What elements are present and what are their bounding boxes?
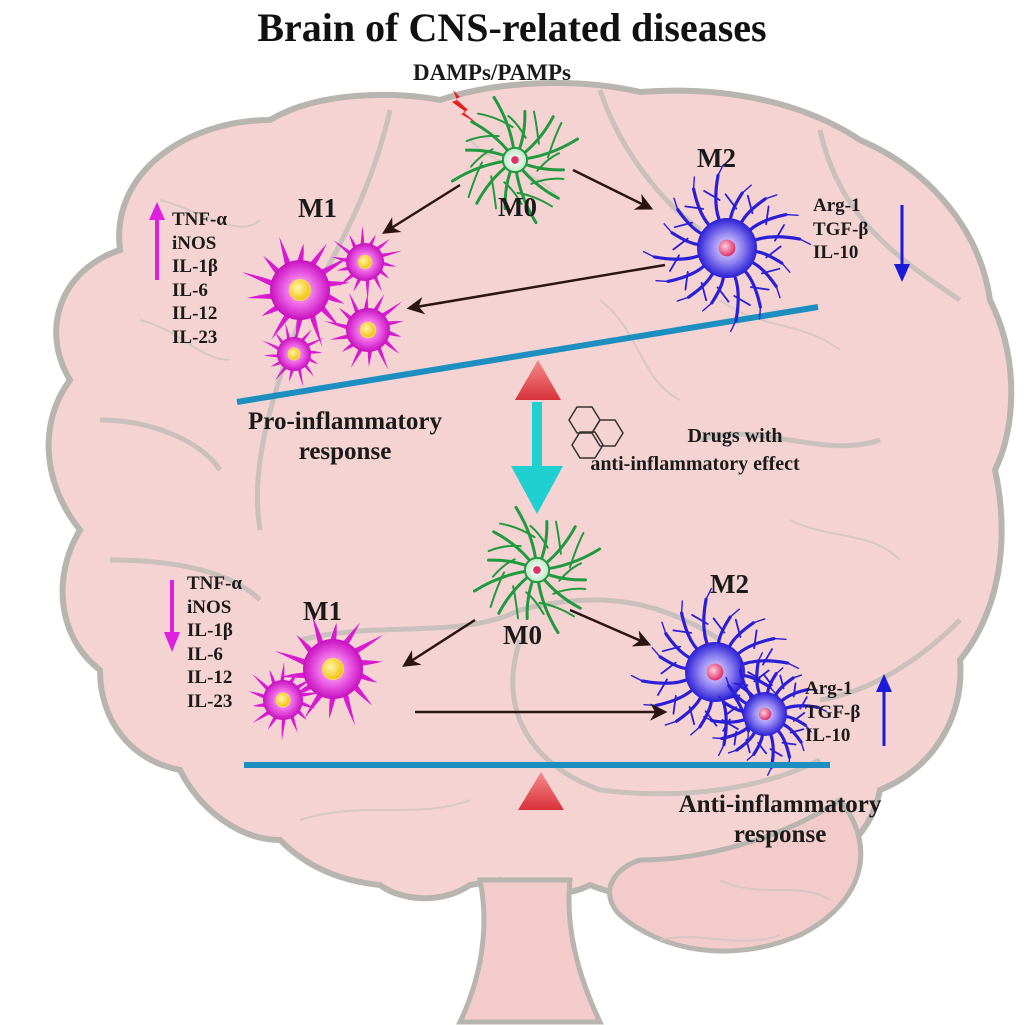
fulcrum-top (515, 360, 561, 400)
cytokine-item: IL-12 (187, 667, 233, 688)
m0-label-top: M0 (498, 192, 537, 222)
m1-trend-arrow-top (149, 202, 165, 280)
m1-cell-top-small-1 (331, 225, 402, 301)
cytokine-item: IL-6 (172, 279, 208, 301)
marker-item: IL-10 (805, 725, 851, 746)
brain-cerebellum (607, 796, 864, 954)
m1-trend-arrow-bottom (164, 580, 180, 652)
m0-cell-bottom (472, 505, 602, 635)
m1-cell-top-small-3 (262, 322, 325, 388)
m2-label-bottom: M2 (710, 569, 749, 599)
cytokine-item: IL-6 (187, 643, 223, 665)
m0-label-bottom: M0 (503, 620, 542, 650)
m0-cell-top (450, 95, 580, 225)
marker-item: TGF-β (813, 218, 869, 240)
drug-label: Drugs with anti-inflammatory effect (590, 425, 800, 475)
arrow-m0-to-m1-bottom (402, 618, 476, 667)
m2-label-top: M2 (697, 143, 736, 173)
arrow-m2-to-m1-top (406, 263, 666, 315)
m1-cytokine-list-top: TNF-α iNOS IL-1β IL-6 IL-12 IL-23 (172, 208, 227, 349)
cytokine-item: iNOS (187, 596, 232, 618)
pro-inflammatory-response-label: Pro-inflammatory response (248, 408, 442, 465)
brain-stem (456, 877, 604, 1025)
m1-cell-bottom-large (274, 615, 384, 726)
m1-cell-top-large (241, 236, 351, 347)
m2-marker-list-top: Arg-1 TGF-β IL-10 (813, 194, 868, 265)
m2-trend-arrow-top (894, 205, 910, 282)
arrow-m0-to-m1-top (382, 183, 461, 234)
drug-molecule-icon (568, 406, 624, 459)
fulcrum-bottom (518, 772, 564, 810)
trigger-bolt-icon (452, 90, 478, 124)
m1-cytokine-list-bottom: TNF-α iNOS IL-1β IL-6 IL-12 IL-23 (187, 572, 242, 713)
cytokine-item: IL-12 (172, 303, 218, 324)
arrow-m0-to-m2-bottom (569, 608, 652, 647)
trigger-label: DAMPs/PAMPs (413, 60, 571, 85)
anti-inflammatory-response-label: Anti-inflammatory response (678, 791, 882, 848)
cytokine-item: IL-1β (172, 256, 218, 277)
cytokine-item: IL-1β (187, 620, 233, 641)
diagram-title: Brain of CNS-related diseases (257, 5, 767, 50)
cytokine-item: iNOS (172, 232, 217, 254)
m1-cell-bottom-small (248, 661, 323, 741)
m2-marker-list-bottom: Arg-1 TGF-β IL-10 (805, 677, 860, 748)
m2-trend-arrow-bottom (876, 674, 892, 746)
marker-item: IL-10 (813, 242, 859, 263)
m1-label-top: M1 (298, 193, 337, 223)
transition-arrow (511, 402, 563, 514)
cytokine-item: TNF-α (187, 573, 242, 594)
m1-cell-top-small-2 (324, 292, 404, 370)
cytokine-item: TNF-α (172, 209, 227, 230)
marker-item: Arg-1 (805, 678, 853, 699)
m1-label-bottom: M1 (303, 596, 342, 626)
marker-item: Arg-1 (813, 195, 861, 216)
arrow-m0-to-m2-top (572, 168, 654, 210)
marker-item: TGF-β (805, 701, 861, 723)
balance-beam-top (236, 304, 819, 405)
m2-cell-top (642, 163, 812, 333)
m2-cell-bottom-small (703, 652, 827, 776)
cytokine-item: IL-23 (172, 326, 218, 348)
cytokine-item: IL-23 (187, 690, 233, 712)
